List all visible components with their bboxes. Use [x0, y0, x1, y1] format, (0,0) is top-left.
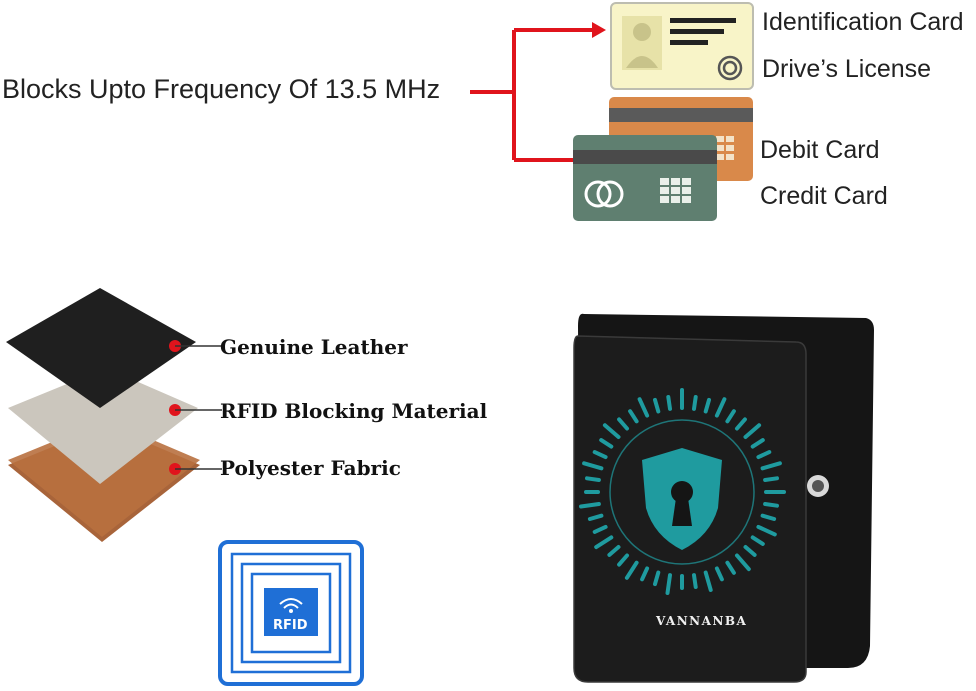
- shield-ray: [763, 502, 779, 508]
- shield-ray: [599, 438, 614, 449]
- shield-ray: [624, 560, 639, 580]
- wallet-brand: VANNANBA: [656, 614, 748, 628]
- shield-ray: [617, 417, 629, 431]
- leather-layer: [6, 288, 196, 408]
- id-card-label: Identification Card: [762, 8, 964, 36]
- shield-ray: [703, 570, 713, 592]
- shield-ray: [725, 409, 736, 424]
- shield-ray: [735, 417, 747, 431]
- rfid-chip-icon: RFID: [218, 540, 364, 686]
- shield-ray: [653, 397, 661, 414]
- shield-ray: [714, 397, 727, 418]
- license-label: Drive’s License: [762, 55, 932, 83]
- credit-card-icon: [573, 135, 717, 221]
- material-layers: [6, 288, 222, 542]
- shield-ray: [617, 553, 629, 567]
- debit-card-label: Debit Card: [760, 136, 880, 164]
- shield-ray: [743, 423, 762, 439]
- shield-ray: [582, 461, 604, 471]
- rfid-material-label: RFID Blocking Material: [220, 399, 488, 423]
- credit-card-label: Credit Card: [760, 182, 888, 210]
- shield-ray: [692, 395, 698, 411]
- wallet-image: VANNANBA: [570, 296, 876, 686]
- shield-ray: [640, 566, 650, 582]
- shield-ray: [760, 461, 782, 471]
- shield-ray: [592, 524, 608, 534]
- shield-ray: [725, 560, 736, 575]
- shield-ray: [760, 513, 777, 521]
- shield-ray: [763, 476, 779, 482]
- id-card-icon: [610, 2, 754, 90]
- shield-ray: [579, 502, 601, 509]
- shield-ray: [594, 535, 614, 550]
- shield-ray: [703, 397, 711, 414]
- shield-ray: [653, 570, 661, 587]
- shield-ray: [637, 397, 650, 418]
- shield-ray: [692, 573, 698, 589]
- shield-ray: [756, 450, 772, 460]
- shield-ray: [587, 513, 604, 521]
- shield-ray: [735, 553, 751, 572]
- shield-ray: [602, 423, 621, 439]
- rfid-badge-label: RFID: [273, 618, 308, 633]
- shield-ray: [743, 545, 757, 557]
- shield-ray: [665, 573, 672, 595]
- shield-ray: [714, 566, 724, 582]
- shield-ray: [756, 524, 777, 537]
- leather-label: Genuine Leather: [220, 335, 408, 359]
- rfid-material-layer: [8, 368, 198, 484]
- shield-ray: [592, 450, 608, 460]
- shield-ray: [585, 476, 601, 482]
- frequency-label: Blocks Upto Frequency Of 13.5 MHz: [2, 74, 441, 104]
- shield-ray: [607, 545, 621, 557]
- shield-ray: [666, 395, 672, 411]
- polyester-label: Polyester Fabric: [220, 456, 401, 480]
- shield-ray: [750, 535, 765, 546]
- shield-ray: [750, 438, 765, 449]
- shield-ray: [628, 409, 639, 424]
